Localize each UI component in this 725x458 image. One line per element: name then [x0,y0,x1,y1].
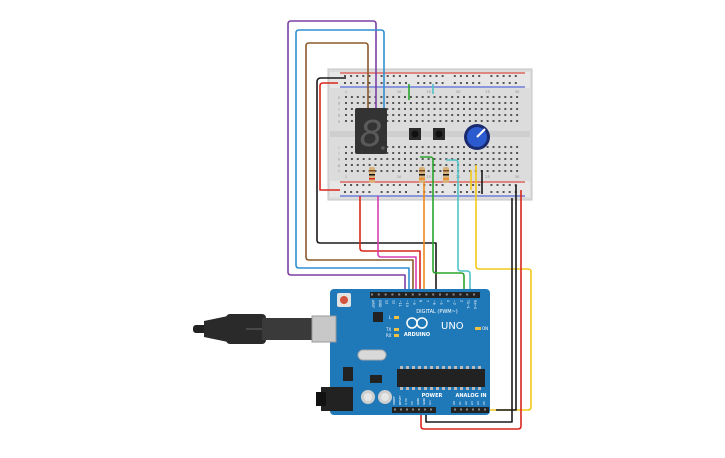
column-number-bottom: 1 [345,175,347,179]
led-tx-label: TX [385,327,391,332]
wire-purple[interactable] [287,20,406,292]
row-letter: h [338,158,340,162]
row-letter: i [339,152,340,156]
resistor-3[interactable] [443,167,449,183]
wire-magenta[interactable] [377,196,417,292]
power-pin-label: GND [422,397,426,405]
status-leds: L TX RX ON [385,315,488,338]
display-digit: 8 [360,114,383,155]
pushbutton-icon[interactable] [409,128,445,140]
column-number-top: 5 [368,90,370,94]
power-pin-label: GND [416,397,420,405]
row-letter: d [338,102,340,106]
wires [287,20,532,430]
column-number-bottom: 30 [515,175,519,179]
digital-pin-label: 7 [425,300,429,302]
potentiometer-icon[interactable] [464,124,490,150]
row-letter: g [338,164,340,168]
digital-pin-label: AREF [371,300,375,308]
digital-pin-label: GND [378,300,382,308]
resistor-2[interactable] [419,167,425,183]
digital-pin-label: RX←0 [473,300,477,309]
digital-pin-label: ~9 [412,300,416,305]
digital-pin-label: TX→1 [466,299,470,309]
resistor-icon[interactable] [369,167,449,183]
column-number-top: 1 [345,90,347,94]
analog-pin-label: A0 [452,401,456,405]
digital-pin-label: 2 [459,300,463,302]
column-number-top: 20 [456,90,460,94]
column-number-top: 15 [426,90,430,94]
wire-red-display[interactable] [319,82,340,191]
row-letter: a [338,120,340,124]
digital-pin-label: ~11 [398,300,402,307]
wire-blue[interactable] [295,29,410,292]
row-letter: e [338,96,340,100]
power-label: POWER [422,393,443,399]
row-letter: b [338,114,341,118]
digital-pin-label: ~10 [405,300,409,307]
analog-pin-label: A4 [476,401,480,405]
row-letter: c [338,108,340,112]
column-number-top: 10 [397,90,401,94]
wire-teal-button[interactable] [446,159,471,292]
digital-pin-label: ~3 [453,300,457,305]
power-pin-label: 5V [410,400,414,405]
wire-red-pot[interactable] [420,190,522,430]
analog-pin-label: A5 [482,401,486,405]
led-l-label: L [389,315,392,320]
digital-pin-label: 8 [419,300,423,302]
analog-pin-label: A2 [464,401,468,405]
column-number-top: 25 [485,90,489,94]
column-number-top: 30 [515,90,519,94]
column-number-bottom: 25 [485,175,489,179]
board-model: UNO [441,321,464,332]
wire-black-display[interactable] [316,77,437,292]
power-pin-label: IOREF [392,396,396,405]
power-pin-label: RESET [398,395,402,405]
wire-green-button[interactable] [420,156,465,292]
digital-pin-label: 13 [385,300,389,304]
digital-pin-label: ~5 [439,300,443,305]
column-number-bottom: 10 [397,175,401,179]
analog-pin-label: A1 [458,401,462,405]
digital-pin-label: 12 [391,300,395,304]
wire-brown[interactable] [305,42,414,292]
resistor-1[interactable] [369,167,375,183]
power-pin-label: 3.3V [404,397,408,405]
digital-pin-label: 4 [446,300,450,302]
led-on-label: ON [482,326,488,331]
row-letter: f [338,170,340,174]
arduino-logo: ARDUINO [404,317,430,338]
column-number-bottom: 15 [426,175,430,179]
board-brand: ARDUINO [404,332,430,338]
digital-pin-label: ~6 [432,300,436,305]
wire-yellow-pot[interactable] [475,165,532,411]
analog-pin-label: A3 [470,401,474,405]
seven-segment-display-icon[interactable]: 8 [355,108,387,155]
wire-black-pot[interactable] [496,185,517,411]
wire-black-power[interactable] [425,198,513,423]
led-rx-label: RX [386,333,392,338]
row-letter: j [338,146,340,150]
analog-label: ANALOG IN [455,393,486,399]
wire-red-resistor[interactable] [359,196,421,292]
power-pin-label: Vin [428,400,432,405]
digital-header-label: DIGITAL (PWM~) [416,309,458,315]
